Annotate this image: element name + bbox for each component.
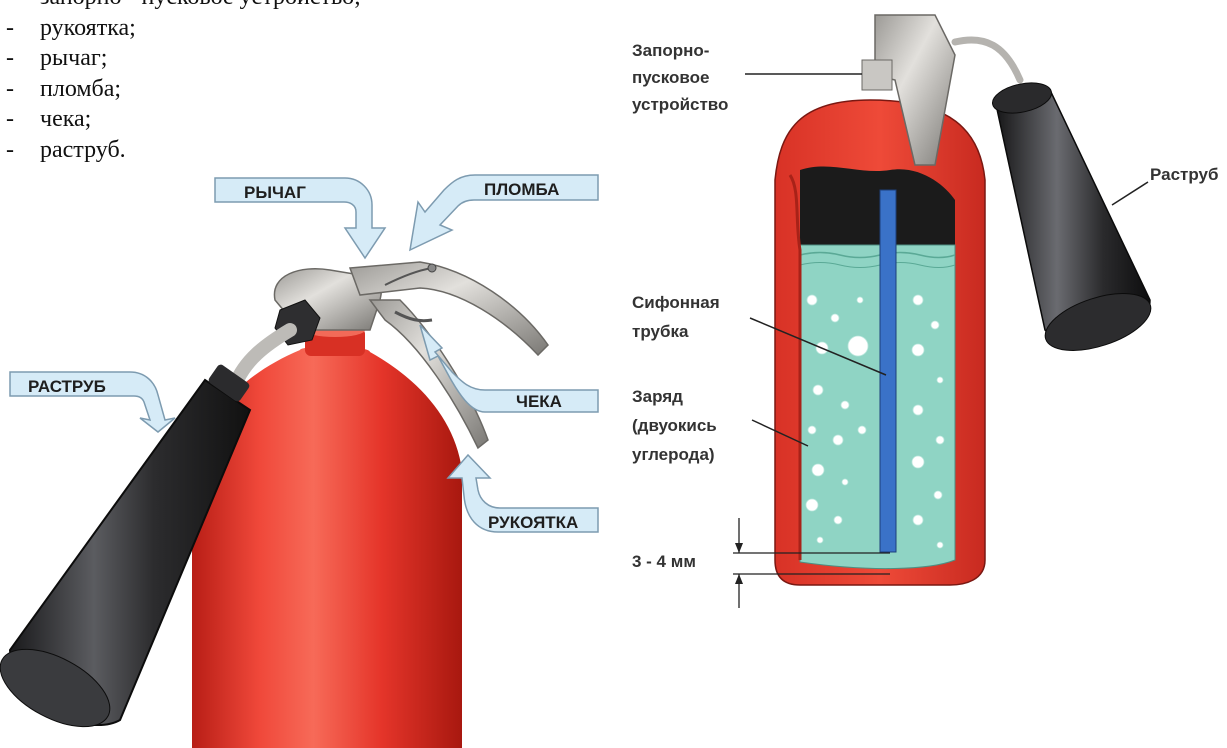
callout-handle-text: РУКОЯТКА [488,513,578,532]
callout-pin: ЧЕКА [420,325,598,412]
label-valve-3: устройство [632,95,728,114]
label-charge-1: Заряд [632,387,683,406]
label-horn: Раструб [1150,165,1218,184]
callout-lever-text: РЫЧАГ [244,183,306,202]
seal [428,264,436,272]
label-valve-1: Запорно- [632,41,709,60]
right-extinguisher [775,15,1158,585]
callout-seal: ПЛОМБА [410,175,598,250]
callout-horn: РАСТРУБ [10,372,175,432]
gap-arrow-bottom [735,574,743,584]
callout-seal-text: ПЛОМБА [484,180,559,199]
label-gap: 3 - 4 мм [632,552,696,571]
cutaway-tube [955,40,1020,80]
label-valve-2: пусковое [632,68,710,87]
label-charge-2: (двуокись [632,416,717,435]
siphon-tube [880,190,896,552]
label-siphon-2: трубка [632,322,689,341]
callout-pin-text: ЧЕКА [516,392,562,411]
liquid-charge [800,245,955,569]
gas-space [800,166,955,255]
label-charge-3: углерода) [632,445,715,464]
label-siphon-1: Сифонная [632,293,720,312]
leader-horn [1112,182,1148,205]
gap-arrow-top [735,543,743,553]
callout-lever: РЫЧАГ [215,178,385,258]
callout-horn-text: РАСТРУБ [28,377,106,396]
callout-handle: РУКОЯТКА [448,455,598,532]
